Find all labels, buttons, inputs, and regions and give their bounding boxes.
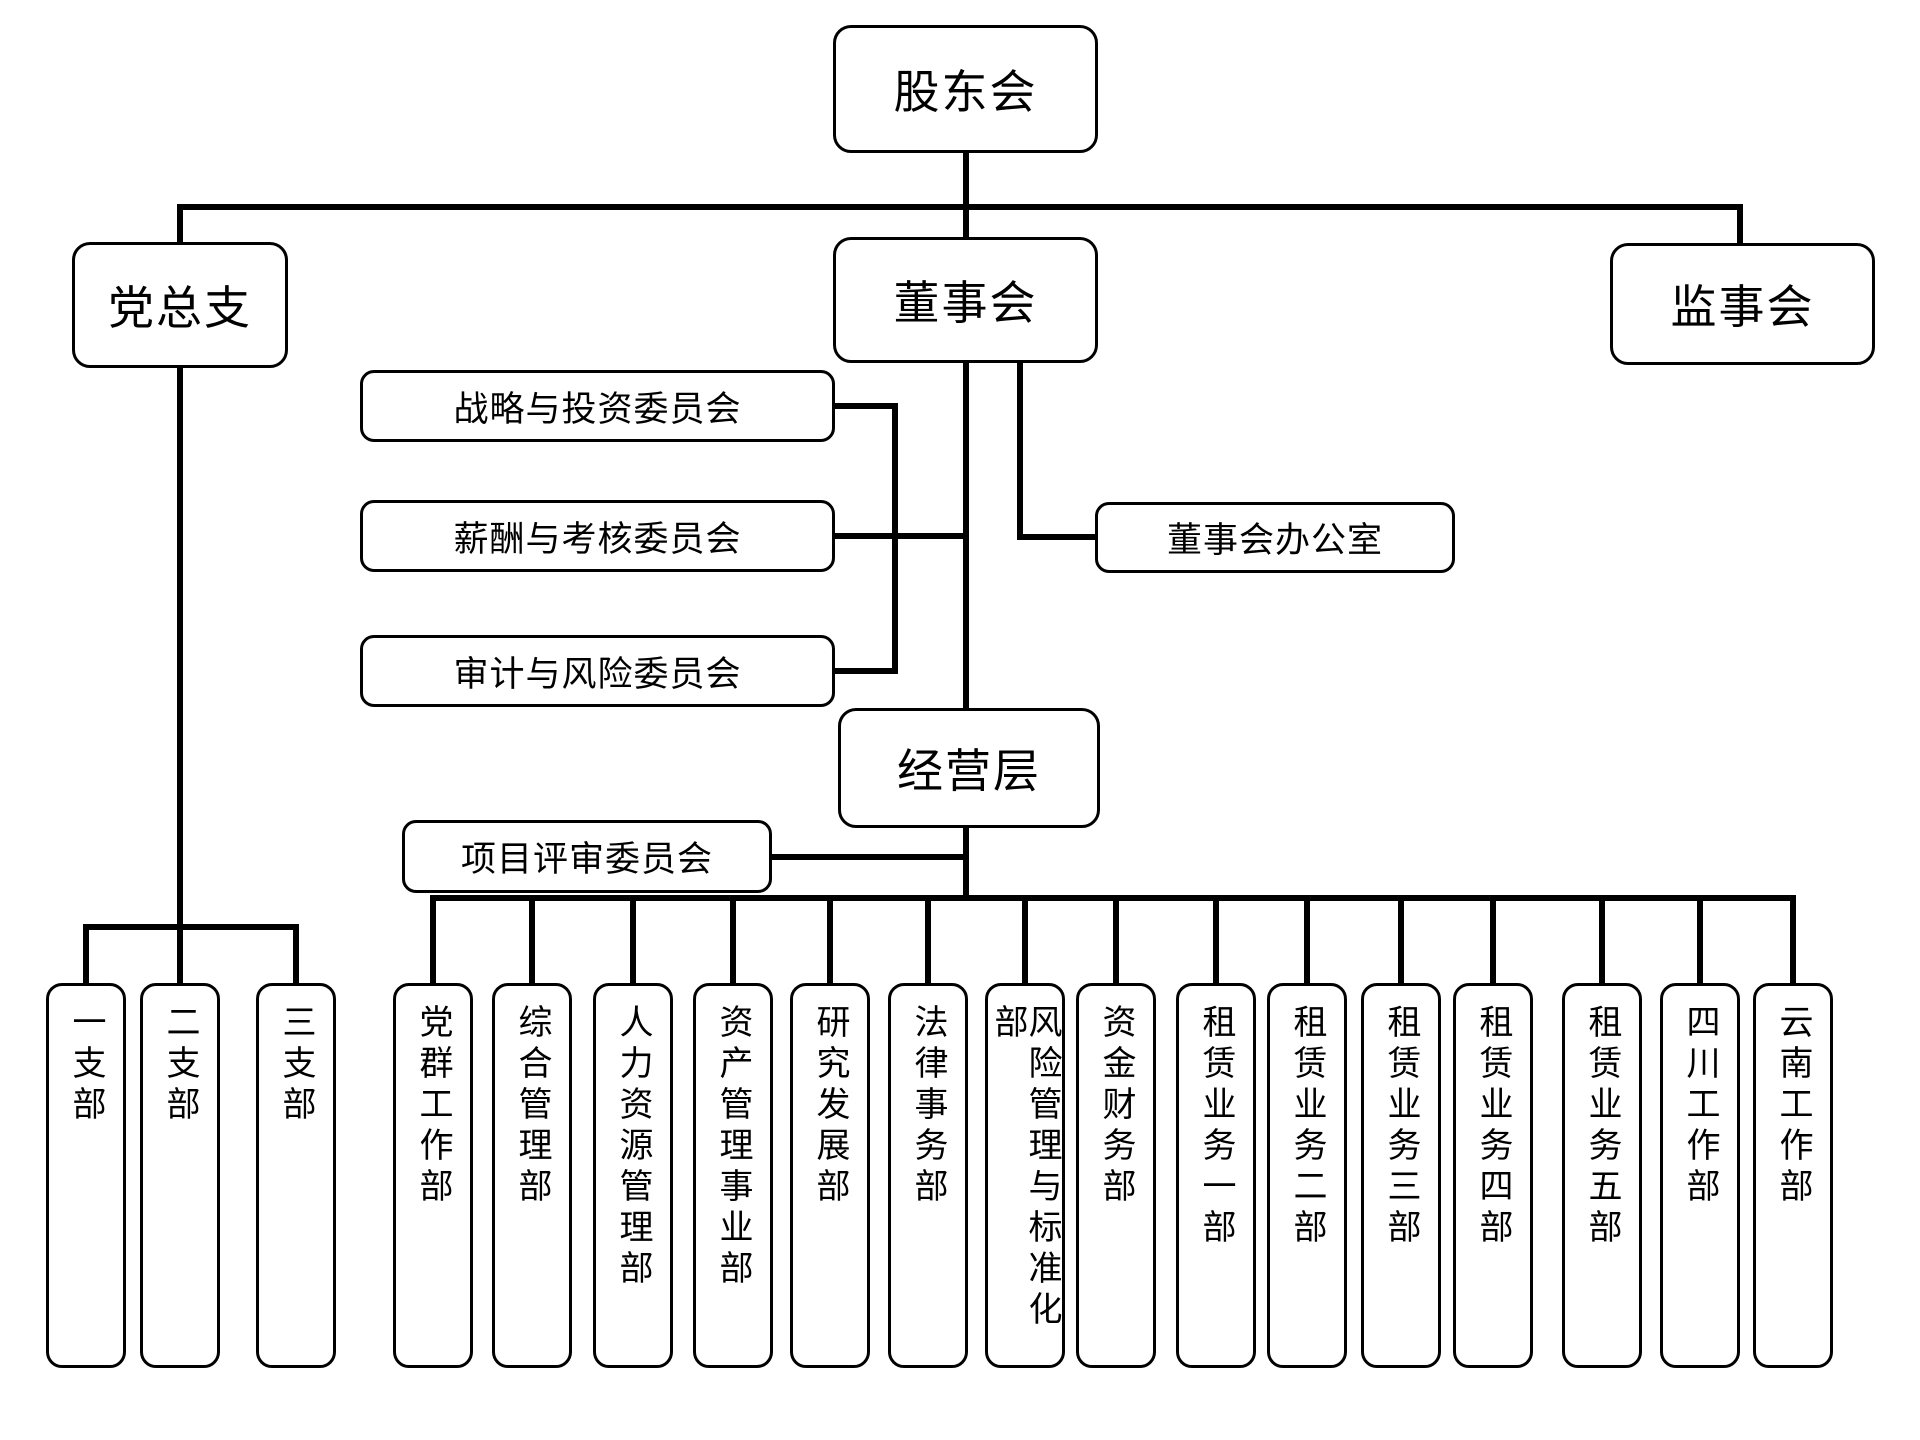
- node-dept-leasing-business-4: 租赁业务四部: [1453, 983, 1533, 1368]
- dept-label: 租赁业务五部: [1583, 1004, 1621, 1250]
- node-board-office: 董事会办公室: [1095, 502, 1455, 573]
- node-dept-leasing-business-3: 租赁业务三部: [1361, 983, 1441, 1368]
- dept-label: 租赁业务三部: [1382, 1004, 1420, 1250]
- node-compensation-assessment-committee: 薪酬与考核委员会: [360, 500, 835, 572]
- node-dept-human-resources: 人力资源管理部: [593, 983, 673, 1368]
- dept-label: 人力资源管理部: [614, 1004, 652, 1291]
- node-strategy-investment-committee: 战略与投资委员会: [360, 370, 835, 442]
- node-dept-asset-management: 资产管理事业部: [693, 983, 773, 1368]
- node-dept-general-management: 综合管理部: [492, 983, 572, 1368]
- node-dept-leasing-business-2: 租赁业务二部: [1267, 983, 1347, 1368]
- node-party-branch-1: 一支部: [46, 983, 126, 1368]
- node-party-branch-2: 二支部: [140, 983, 220, 1368]
- dept-label: 云南工作部: [1774, 1004, 1812, 1209]
- dept-label: 租赁业务二部: [1288, 1004, 1326, 1250]
- dept-label: 研究发展部: [811, 1004, 849, 1209]
- party-branch-label: 三支部: [277, 1004, 315, 1127]
- node-dept-sichuan-office: 四川工作部: [1660, 983, 1740, 1368]
- party-branch-label: 一支部: [67, 1004, 105, 1127]
- dept-label: 风险管理与标准化部: [989, 1004, 1061, 1332]
- dept-label: 资金财务部: [1097, 1004, 1135, 1209]
- node-dept-party-mass-work: 党群工作部: [393, 983, 473, 1368]
- node-dept-legal-affairs: 法律事务部: [888, 983, 968, 1368]
- dept-label: 租赁业务一部: [1197, 1004, 1235, 1250]
- node-dept-research-development: 研究发展部: [790, 983, 870, 1368]
- node-dept-leasing-business-5: 租赁业务五部: [1562, 983, 1642, 1368]
- node-dept-risk-standardization: 风险管理与标准化部: [985, 983, 1065, 1368]
- node-party-general-branch: 党总支: [72, 242, 288, 368]
- node-dept-yunnan-office: 云南工作部: [1753, 983, 1833, 1368]
- node-party-branch-3: 三支部: [256, 983, 336, 1368]
- node-shareholders-meeting: 股东会: [833, 25, 1098, 153]
- node-dept-leasing-business-1: 租赁业务一部: [1176, 983, 1256, 1368]
- node-management-level: 经营层: [838, 708, 1100, 828]
- dept-label: 法律事务部: [909, 1004, 947, 1209]
- party-branch-label: 二支部: [161, 1004, 199, 1127]
- node-dept-treasury-finance: 资金财务部: [1076, 983, 1156, 1368]
- dept-label: 综合管理部: [513, 1004, 551, 1209]
- node-audit-risk-committee: 审计与风险委员会: [360, 635, 835, 707]
- dept-label: 四川工作部: [1681, 1004, 1719, 1209]
- node-board-of-directors: 董事会: [833, 237, 1098, 363]
- node-supervisory-board: 监事会: [1610, 243, 1875, 365]
- dept-label: 租赁业务四部: [1474, 1004, 1512, 1250]
- dept-label: 资产管理事业部: [714, 1004, 752, 1291]
- dept-label: 党群工作部: [414, 1004, 452, 1209]
- node-project-review-committee: 项目评审委员会: [402, 820, 772, 893]
